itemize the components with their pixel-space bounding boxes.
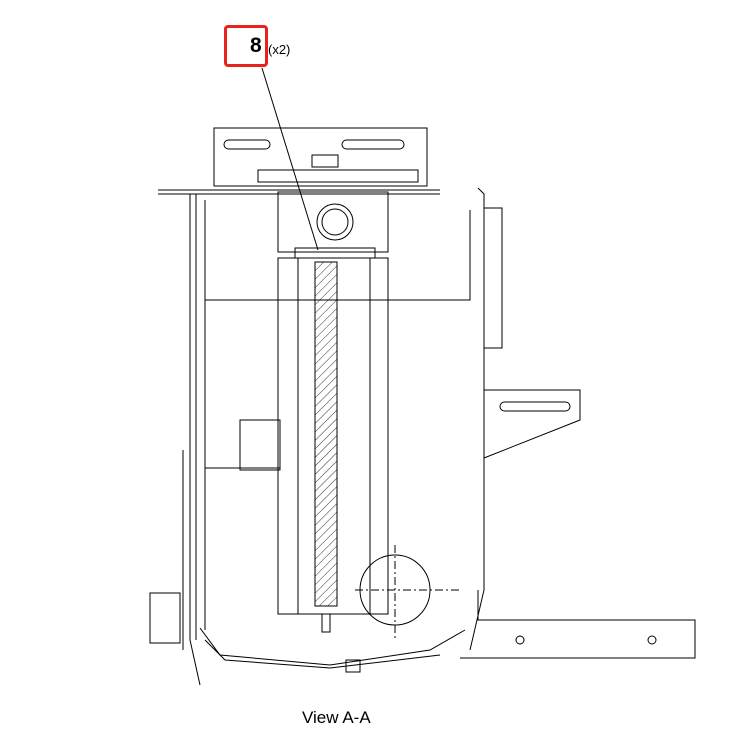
- callout-number: 8: [250, 34, 262, 57]
- housing: [149, 187, 696, 686]
- top-bracket: [158, 127, 440, 195]
- filter-cartridge: [277, 191, 389, 673]
- callout-quantity: (x2): [268, 42, 291, 57]
- view-caption: View A-A: [302, 708, 371, 727]
- leader-line: [261, 67, 319, 251]
- callout-highlight-box: [224, 25, 268, 67]
